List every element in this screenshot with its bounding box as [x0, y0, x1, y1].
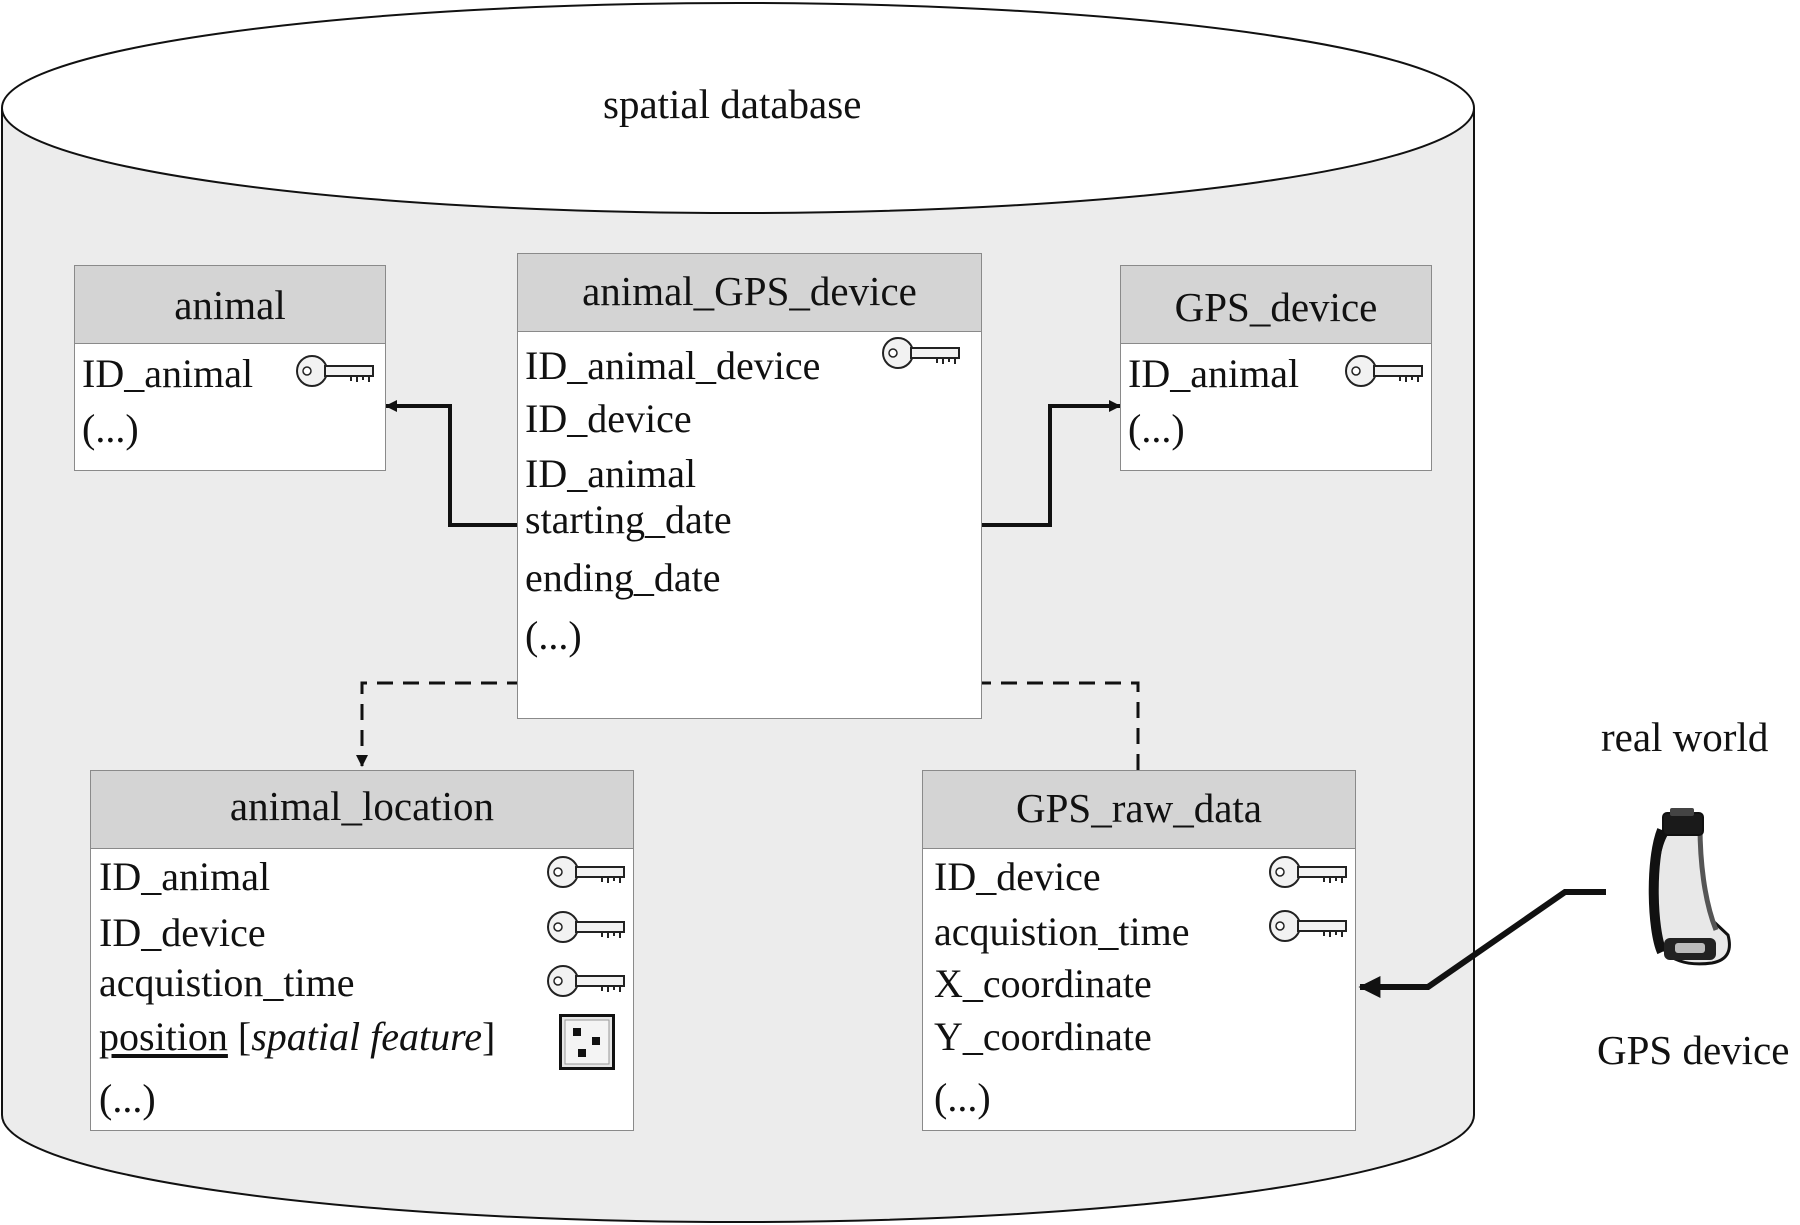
table-animal-gps-device: animal_GPS_device ID_animal_device ID_de… [517, 253, 982, 719]
key-icon [882, 337, 960, 369]
connector-to-gps-device [982, 400, 1121, 527]
table-animal-gps-device-title: animal_GPS_device [518, 254, 981, 332]
real-world-label: real world [1601, 714, 1769, 760]
field-id-animal-device: ID_animal_device [525, 343, 821, 388]
spatial-database-label: spatial database [603, 81, 862, 127]
field-position: position [spatial feature] [99, 1017, 495, 1057]
key-icon [1269, 856, 1347, 888]
key-icon [547, 965, 625, 997]
field-id-animal: ID_animal [1128, 351, 1300, 396]
key-icon [1345, 355, 1423, 387]
connector-to-animal [385, 400, 517, 527]
table-animal-location-title: animal_location [91, 771, 633, 849]
field-acquistion-time: acquistion_time [934, 909, 1190, 954]
field-starting-date: starting_date [525, 497, 732, 542]
connector-device-to-raw [1358, 889, 1606, 998]
bracket-close: ] [481, 1014, 496, 1059]
field-x-coordinate: X_coordinate [934, 961, 1152, 1006]
table-gps-raw-data: GPS_raw_data ID_device acquistion_time X… [922, 770, 1356, 1131]
field-id-device: ID_device [99, 910, 266, 955]
spatial-feature-annotation: spatial feature [251, 1014, 482, 1059]
field-more: (...) [82, 406, 139, 451]
field-acquistion-time: acquistion_time [99, 960, 355, 1005]
field-id-animal: ID_animal [82, 351, 254, 396]
field-id-animal: ID_animal [99, 854, 271, 899]
field-ending-date: ending_date [525, 555, 721, 600]
field-more: (...) [525, 613, 582, 658]
bracket-open: [ [237, 1014, 252, 1059]
table-gps-raw-data-title: GPS_raw_data [923, 771, 1355, 849]
key-icon [547, 911, 625, 943]
field-more: (...) [99, 1076, 156, 1121]
table-gps-device-title: GPS_device [1121, 266, 1431, 344]
key-icon [296, 355, 374, 387]
field-id-device: ID_device [525, 396, 692, 441]
field-more: (...) [934, 1075, 991, 1120]
table-animal-location: animal_location ID_animal ID_device acqu… [90, 770, 634, 1131]
key-icon [1269, 910, 1347, 942]
field-id-animal: ID_animal [525, 451, 697, 496]
field-more: (...) [1128, 406, 1185, 451]
spatial-feature-icon [559, 1014, 615, 1070]
table-animal: animal ID_animal (...) [74, 265, 386, 471]
table-animal-title: animal [75, 266, 385, 344]
gps-device-label: GPS device [1597, 1027, 1790, 1073]
gps-collar-icon [1648, 808, 1731, 966]
field-y-coordinate: Y_coordinate [934, 1014, 1152, 1059]
position-name: position [99, 1014, 228, 1059]
field-id-device: ID_device [934, 854, 1101, 899]
table-gps-device: GPS_device ID_animal (...) [1120, 265, 1432, 471]
key-icon [547, 856, 625, 888]
